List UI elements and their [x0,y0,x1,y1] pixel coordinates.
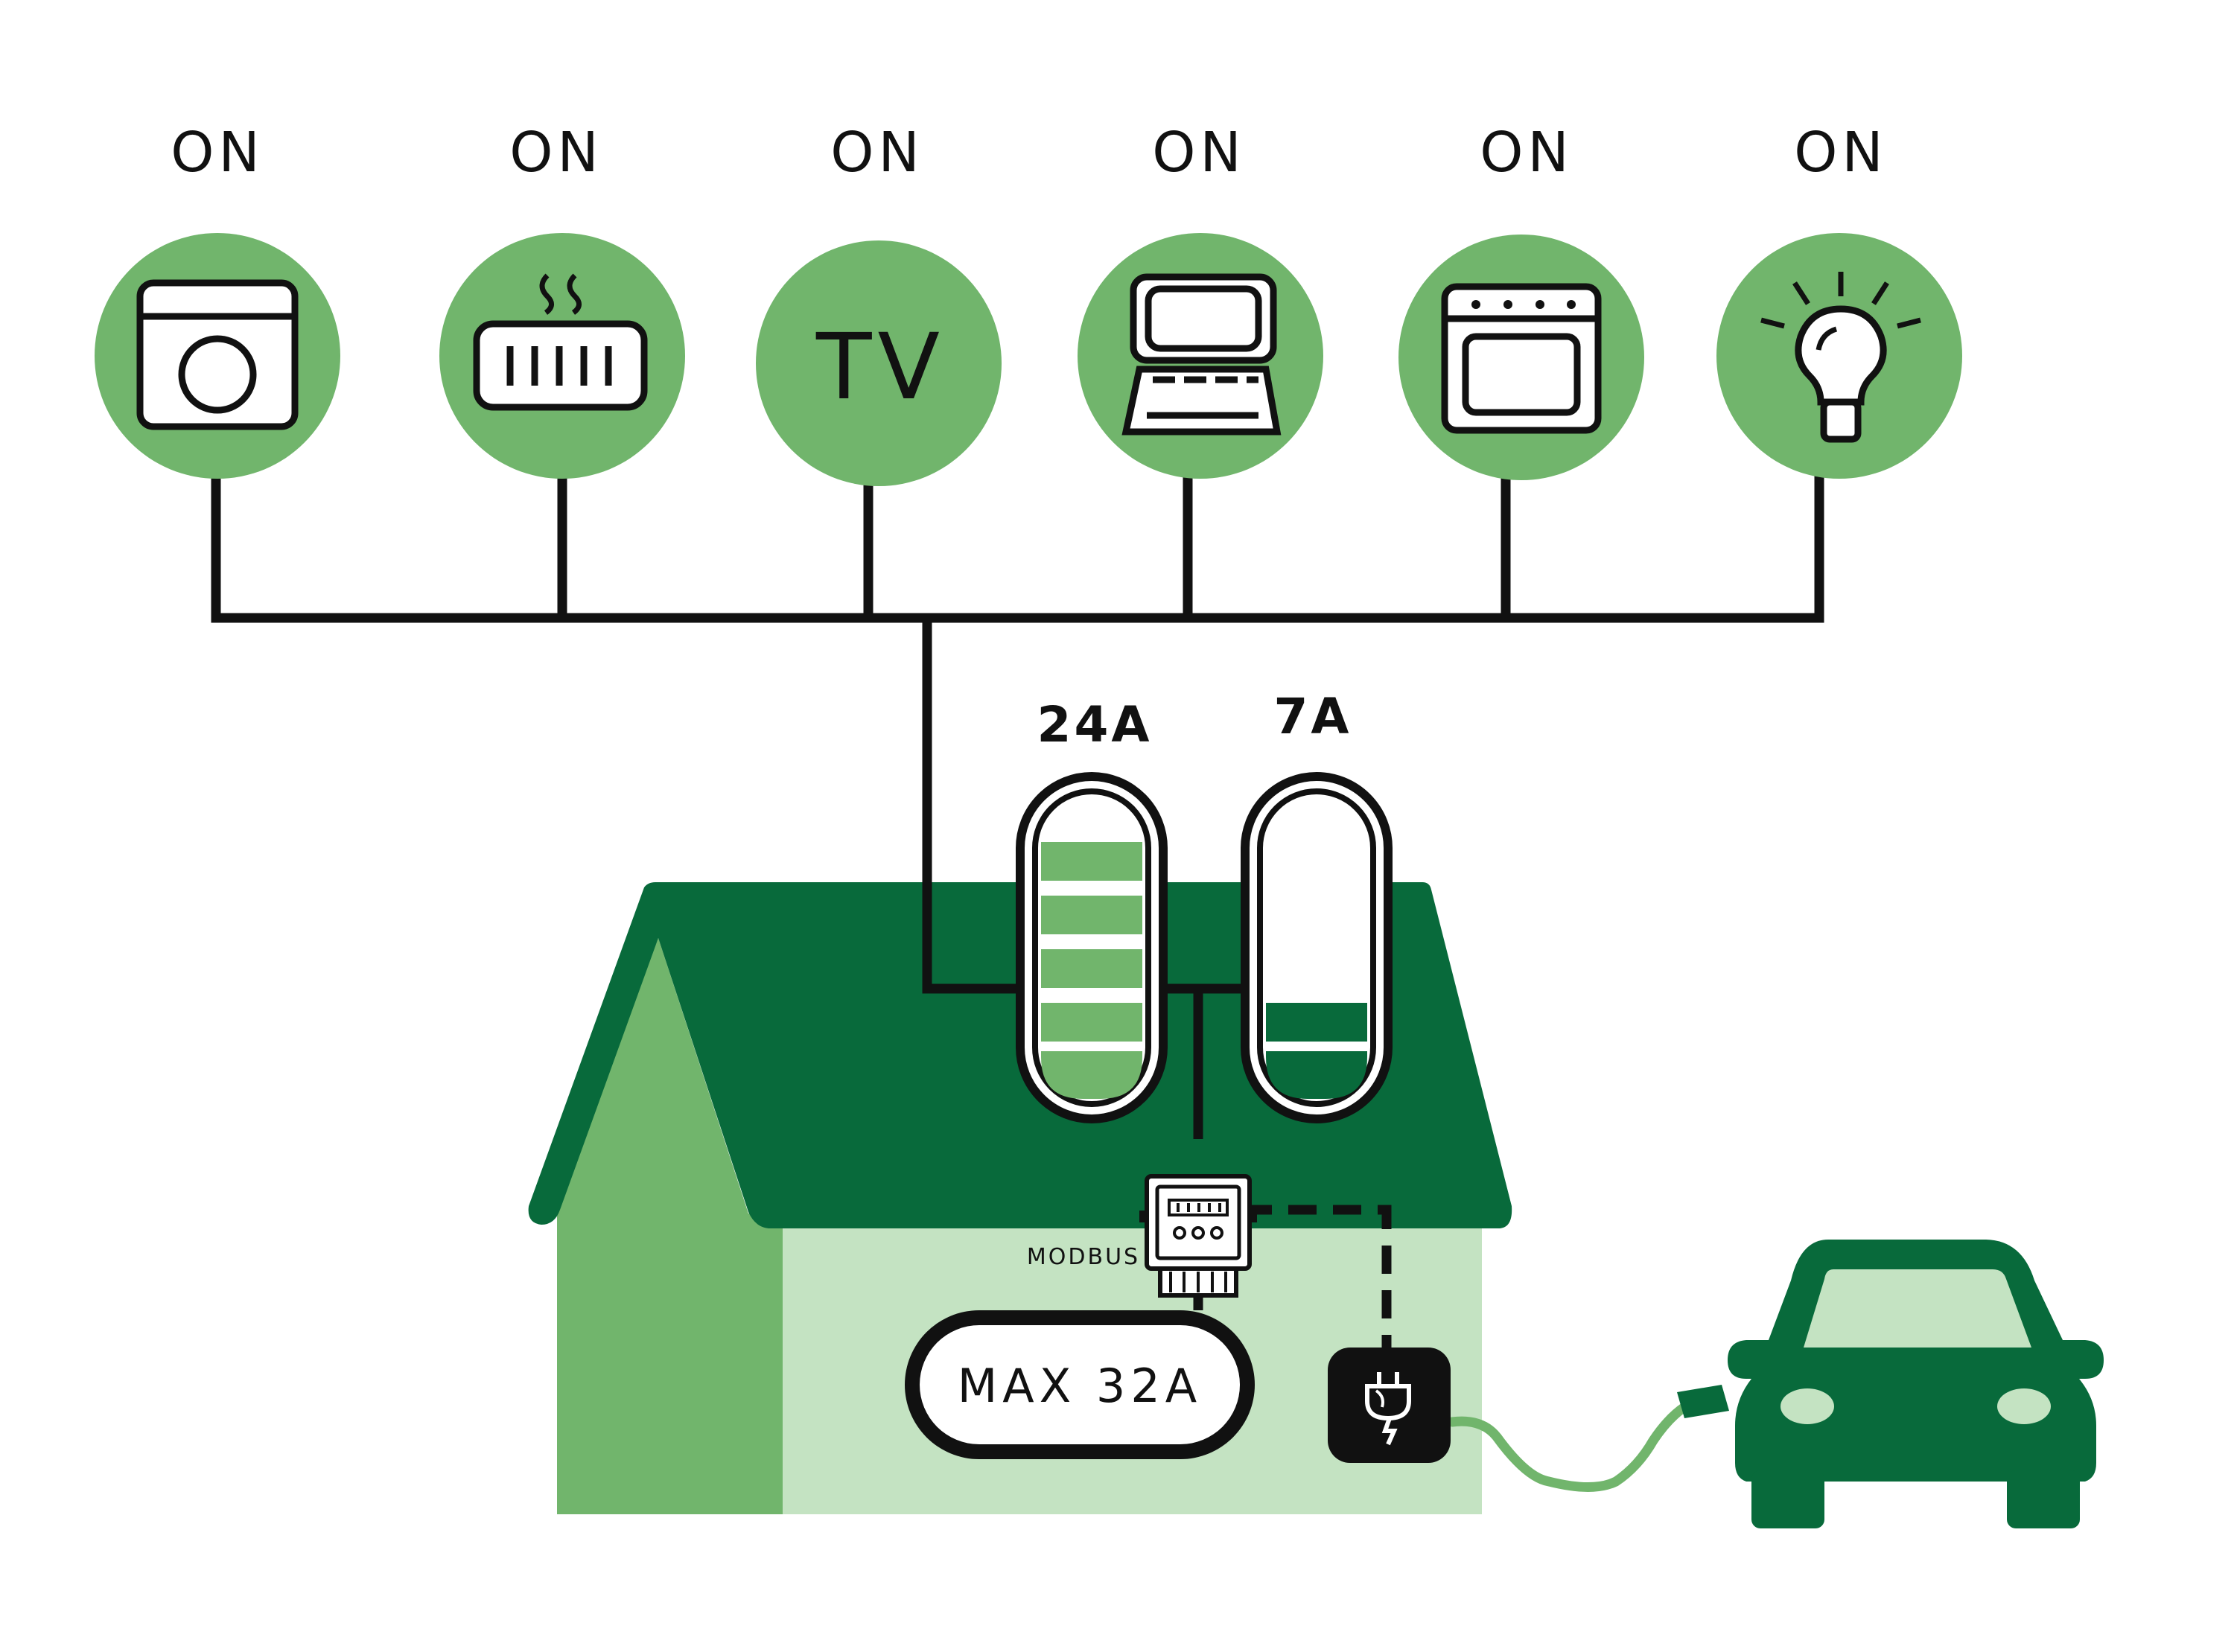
modbus-meter [1139,1174,1257,1298]
modbus-dashed-link [1244,1205,1392,1348]
wiring [211,473,1824,1348]
max-current-label: MAX 32A [958,1359,1202,1413]
gauge-segment [1041,842,1142,881]
status-label: ON [830,121,924,185]
status-label: ON [1480,121,1573,185]
appliance-oven: ON [1398,121,1644,480]
car-headlight-left [1780,1388,1834,1424]
appliance-tv: ON TV [756,121,1002,486]
main-breaker: MAX 32A [905,1310,1255,1459]
car-wheel-right [2007,1470,2080,1528]
feed-wire [922,618,1020,994]
washing-machine-icon [136,279,299,430]
charger-load-label: 7A [1273,688,1352,745]
house-gable [557,938,748,1214]
appliance-circle [756,240,1002,486]
wallbox-charger [1328,1348,1451,1463]
car-windshield [1804,1269,2031,1348]
status-label: ON [509,121,603,185]
appliance-light-bulb: ON [1716,121,1962,479]
status-label: ON [1152,121,1246,185]
appliance-computer: ON [1078,121,1323,479]
charger-load-gauge [1241,772,1393,1123]
charger-gauge-level [1266,1003,1367,1099]
status-label: ON [171,121,264,185]
modbus-label: MODBUS [1027,1244,1140,1270]
gauge-segment [1041,1003,1142,1042]
tv-icon: TV [815,314,946,420]
bus-wire [211,473,1824,623]
gauge-segment [1041,896,1142,934]
house-wall-dark [557,1214,783,1514]
house-gauge-level [1041,842,1142,1099]
heater-icon [473,273,648,411]
gauge-segment [1266,1051,1367,1099]
gauge-segment [1266,1003,1367,1042]
light-bulb-icon [1760,272,1921,443]
appliance-heater: ON [439,121,685,479]
computer-icon [1121,273,1282,436]
car-headlight-right [1997,1388,2051,1424]
car-wheel-left [1751,1470,1824,1528]
house-load-gauge [1016,772,1168,1123]
gauge-segment [1041,949,1142,988]
gauge-segment [1041,1051,1142,1099]
oven-icon [1441,283,1602,434]
status-label: ON [1794,121,1888,185]
appliance-washing-machine: ON [95,121,340,479]
house-load-label: 24A [1037,696,1153,753]
ev-plug-icon [1365,1372,1411,1446]
electric-car [1677,1240,2104,1528]
car-plug-connector [1677,1385,1729,1418]
charging-cable [1447,1402,1690,1492]
